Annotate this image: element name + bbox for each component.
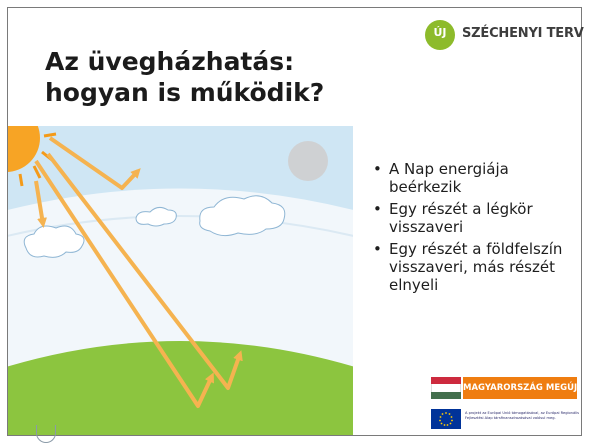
bullet-text: Egy részét a földfelszín visszaveri, más…: [389, 240, 563, 294]
title-line-1: Az üvegházhatás:: [45, 47, 295, 76]
bullet-item: A Nap energiája beérkezik: [371, 160, 581, 196]
eu-flag-icon: [431, 409, 461, 429]
radiation-arrows: [34, 136, 243, 408]
bullet-text: Egy részét a légkör visszaveri: [389, 200, 533, 236]
incoming-to-cloud-arrow: [34, 180, 47, 228]
logo-badge-icon: ÚJ: [425, 20, 455, 50]
greenhouse-effect-illustration: [8, 126, 353, 435]
eu-notice-text: A projekt az Európai Unió támogatásával,…: [465, 411, 580, 420]
logo-badge-text: ÚJ: [433, 26, 447, 39]
eu-notice: A projekt az Európai Unió támogatásával,…: [431, 409, 581, 431]
greenhouse-effect-svg: [8, 126, 353, 435]
hungarian-flag-icon: [431, 377, 461, 399]
absorbed-ground-arrow: [46, 152, 243, 390]
atmosphere-boundary: [8, 215, 353, 237]
decorative-arc: [36, 425, 56, 443]
logo-text: SZÉCHENYI TERV: [462, 26, 584, 41]
banner-label: MAGYARORSZÁG MEGÚJUL: [463, 377, 577, 399]
earth-ground: [8, 341, 353, 435]
bullet-item: Egy részét a légkör visszaveri: [371, 200, 581, 236]
bullet-text: A Nap energiája beérkezik: [389, 160, 509, 196]
bullet-list: A Nap energiája beérkezik Egy részét a l…: [371, 160, 581, 298]
clouds: [23, 195, 286, 258]
reflected-by-ground-arrow: [34, 159, 214, 408]
magyarorszag-megujul-banner: MAGYARORSZÁG MEGÚJUL: [431, 377, 577, 399]
slide-title: Az üvegházhatás: hogyan is működik?: [45, 46, 324, 108]
bullet-item: Egy részét a földfelszín visszaveri, más…: [371, 240, 581, 294]
title-line-2: hogyan is működik?: [45, 78, 325, 107]
reflected-by-atmosphere-arrow: [48, 136, 141, 190]
moon-icon: [288, 141, 328, 181]
